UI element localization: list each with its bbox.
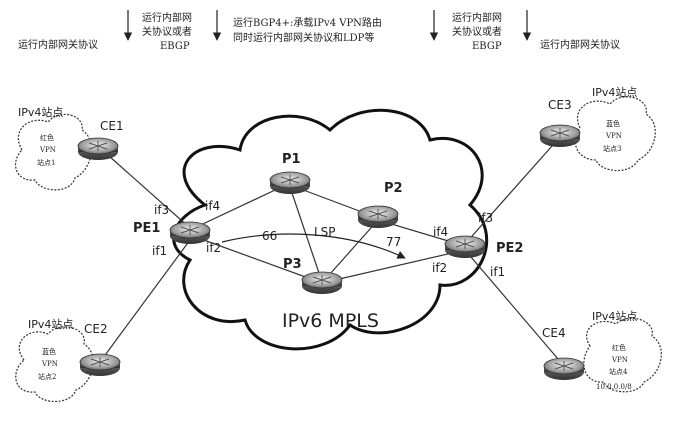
header-mid-left-line2: 关协议或者 [142,25,192,38]
link-ce2-pe1 [100,240,190,362]
site-ce2-title: IPv4站点 [28,317,73,331]
pe1-if3-label: if3 [154,203,169,217]
header-left-text: 运行内部网关协议 [18,38,98,51]
lsp-label: LSP [314,225,336,239]
router-pe2-icon [445,236,485,258]
link-ce1-pe1 [100,148,190,228]
router-pe2-label: PE2 [496,241,523,256]
router-pe1-label: PE1 [133,221,160,236]
header-mid-left-line3: EBGP [160,41,190,52]
site-cloud-ce4 [584,318,661,392]
pe2-if4-label: if4 [433,225,448,239]
router-pe1-icon [170,222,210,244]
site-ce1-title: IPv4站点 [18,105,63,119]
router-ce2-label: CE2 [84,322,108,336]
header-right-text: 运行内部网关协议 [540,38,620,51]
router-ce2-icon [80,354,120,376]
pe1-if2-label: if2 [206,241,221,255]
pe2-if3-label: if3 [478,211,493,225]
router-p3-label: P3 [283,257,302,272]
site-ce2-line2: VPN [41,360,58,368]
site-ce4-line2: VPN [611,356,628,364]
site-ce3-line3: 站点3 [603,144,621,153]
pe1-if4-label: if4 [205,199,220,213]
lsp-label-out: 77 [386,235,401,249]
site-ce2-line1: 蓝色 [42,347,56,356]
header-mid-right-line2: 关协议或者 [452,25,502,38]
link-pe2-ce4 [465,250,564,366]
header-annotations: 运行内部网关协议 运行内部网 关协议或者 EBGP 运行BGP4+:承载IPv4… [18,10,620,52]
site-ce3-line2: VPN [605,132,622,140]
header-mid-right-line1: 运行内部网 [452,11,502,24]
pe2-if2-label: if2 [432,261,447,275]
router-p1-label: P1 [282,152,301,167]
site-ce3-title: IPv4站点 [592,85,637,99]
site-ce4-subnet: 10.0.0.0/8 [596,383,632,391]
router-ce1-label: CE1 [100,119,124,133]
site-ce1-line1: 红色 [40,133,54,142]
site-ce4-line1: 红色 [612,343,626,352]
pe2-if1-label: if1 [490,265,505,279]
router-ce4-icon [544,358,584,380]
site-ce3-line1: 蓝色 [606,119,620,128]
router-ce3-icon [540,125,580,147]
router-p2-icon [358,206,398,228]
router-ce4-label: CE4 [542,326,566,340]
site-ce4-line3: 站点4 [609,367,628,376]
header-center-line1: 运行BGP4+:承载IPv4 VPN路由 [233,16,382,29]
core-cloud-label: IPv6 MPLS [282,310,379,332]
site-ce4-title: IPv4站点 [592,309,637,323]
site-ce2-line3: 站点2 [38,372,56,381]
header-center-line2: 同时运行内部网关协议和LDP等 [233,31,374,44]
header-mid-left-line1: 运行内部网 [142,11,192,24]
site-ce1-line2: VPN [39,146,56,154]
header-mid-right-line3: EBGP [472,41,502,52]
site-ce1-line3: 站点1 [37,158,55,167]
router-ce3-label: CE3 [548,98,572,112]
pe1-if1-label: if1 [152,244,167,258]
lsp-label-in: 66 [262,229,277,243]
router-ce1-icon [78,138,118,160]
router-p1-icon [270,172,310,194]
router-p3-icon [302,272,342,294]
router-p2-label: P2 [384,181,403,196]
